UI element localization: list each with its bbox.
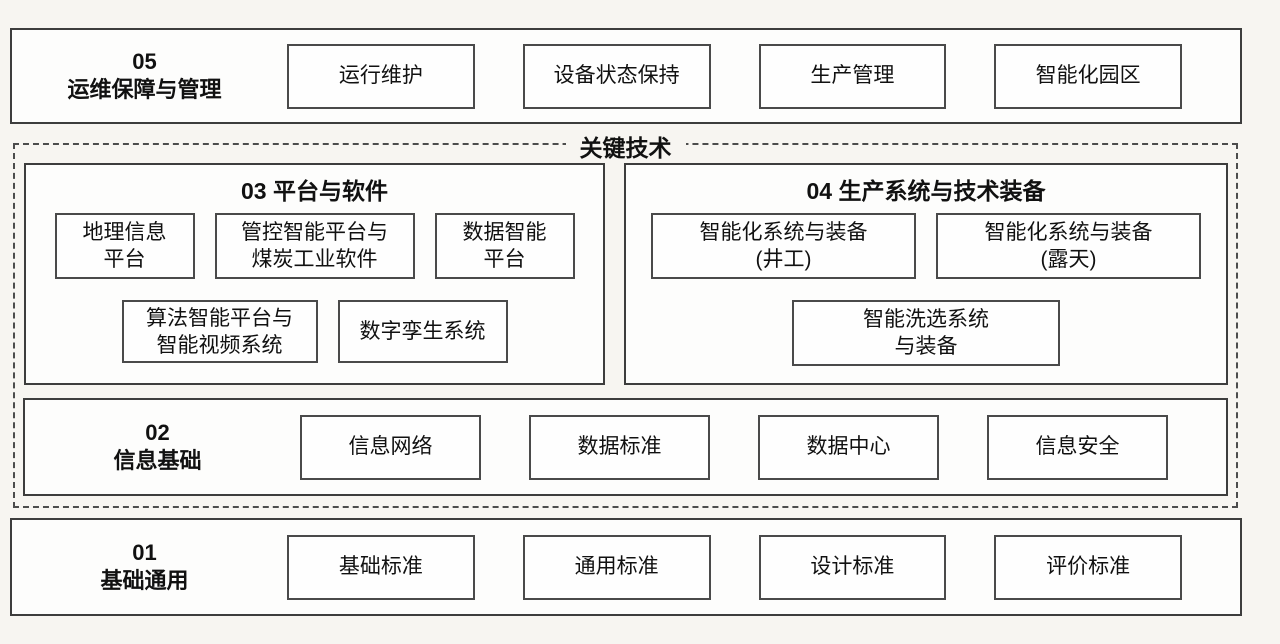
layer-04-row2: 智能洗选系统 与装备 <box>626 300 1226 366</box>
item-box: 智能化系统与装备 (井工) <box>651 213 916 279</box>
layer-03-panel: 03 平台与软件 地理信息 平台 管控智能平台与 煤炭工业软件 数据智能 平台 … <box>24 163 605 385</box>
layer-02-row: 02 信息基础 信息网络 数据标准 数据中心 信息安全 <box>23 398 1228 496</box>
layer-02-code: 02 <box>145 420 170 445</box>
item-box: 信息安全 <box>987 414 1168 480</box>
item-box: 管控智能平台与 煤炭工业软件 <box>214 213 415 279</box>
item-box: 智能洗选系统 与装备 <box>792 300 1060 366</box>
item-box: 运行维护 <box>287 43 475 109</box>
item-box: 数据标准 <box>529 414 710 480</box>
item-box: 设备状态保持 <box>522 43 711 109</box>
layer-04-panel: 04 生产系统与技术装备 智能化系统与装备 (井工) 智能化系统与装备 (露天)… <box>624 163 1228 385</box>
item-box: 通用标准 <box>522 534 711 600</box>
layer-03-title: 03 平台与软件 <box>241 178 388 204</box>
layer-01-name: 基础通用 <box>100 568 189 593</box>
layer-02-name: 信息基础 <box>113 448 202 473</box>
layer-01-row: 01 基础通用 基础标准 通用标准 设计标准 评价标准 <box>10 518 1242 616</box>
item-box: 评价标准 <box>994 534 1182 600</box>
layer-01-code: 01 <box>132 540 157 565</box>
item-box: 基础标准 <box>287 534 475 600</box>
item-box: 数据智能 平台 <box>434 213 575 279</box>
layer-05-items: 运行维护 设备状态保持 生产管理 智能化园区 <box>277 43 1240 109</box>
item-box: 智能化系统与装备 (露天) <box>936 213 1201 279</box>
layer-05-name: 运维保障与管理 <box>67 77 222 102</box>
layer-01-label: 01 基础通用 <box>12 539 277 595</box>
layer-04-title: 04 生产系统与技术装备 <box>806 178 1046 204</box>
item-box: 数据中心 <box>758 414 939 480</box>
layer-01-items: 基础标准 通用标准 设计标准 评价标准 <box>277 534 1240 600</box>
layer-05-label: 05 运维保障与管理 <box>12 48 277 104</box>
item-box: 地理信息 平台 <box>54 213 195 279</box>
layer-02-label: 02 信息基础 <box>25 419 290 475</box>
layer-04-row1: 智能化系统与装备 (井工) 智能化系统与装备 (露天) <box>626 213 1226 279</box>
item-box: 智能化园区 <box>994 43 1182 109</box>
item-box: 信息网络 <box>300 414 481 480</box>
layer-05-row: 05 运维保障与管理 运行维护 设备状态保持 生产管理 智能化园区 <box>10 28 1242 124</box>
item-box: 数字孪生系统 <box>337 300 508 363</box>
layer-03-row1: 地理信息 平台 管控智能平台与 煤炭工业软件 数据智能 平台 <box>26 213 603 279</box>
tech-panels: 03 平台与软件 地理信息 平台 管控智能平台与 煤炭工业软件 数据智能 平台 … <box>23 163 1228 385</box>
layer-03-row2: 算法智能平台与 智能视频系统 数字孪生系统 <box>26 300 603 363</box>
layer-05-code: 05 <box>132 49 157 74</box>
item-box: 设计标准 <box>758 534 947 600</box>
item-box: 算法智能平台与 智能视频系统 <box>121 300 318 363</box>
key-technology-group: 关键技术 03 平台与软件 地理信息 平台 管控智能平台与 煤炭工业软件 数据智… <box>13 129 1238 508</box>
key-technology-label: 关键技术 <box>565 129 686 163</box>
item-box: 生产管理 <box>758 43 947 109</box>
layer-02-items: 信息网络 数据标准 数据中心 信息安全 <box>290 414 1226 480</box>
